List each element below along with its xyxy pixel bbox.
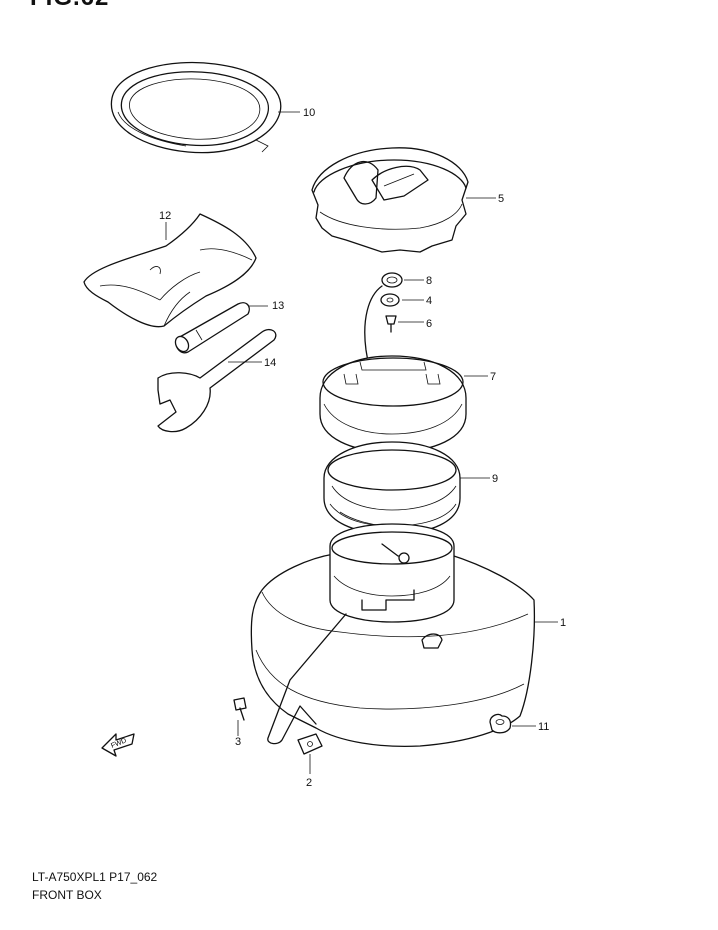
figure-name: FRONT BOX <box>32 888 102 902</box>
callouts: 10 5 12 8 4 6 13 7 14 9 1 3 2 11 <box>159 107 566 789</box>
part-4-grommet <box>380 293 400 307</box>
callout-5: 5 <box>498 193 504 205</box>
callout-6: 6 <box>426 318 432 330</box>
part-13-tool-cylinder <box>174 302 250 354</box>
part-14-spanner-wrench <box>157 328 277 433</box>
callout-4: 4 <box>426 295 432 307</box>
part-11-nut <box>489 713 512 734</box>
callout-13: 13 <box>272 300 284 312</box>
callout-11: 11 <box>538 721 549 733</box>
part-5-cap <box>311 147 469 253</box>
callout-2: 2 <box>306 777 312 789</box>
callout-14: 14 <box>264 357 276 369</box>
callout-9: 9 <box>492 473 498 485</box>
part-12-tool-pouch <box>83 213 257 328</box>
callout-12: 12 <box>159 210 171 222</box>
part-3-bolt <box>233 697 247 721</box>
part-8-washer <box>381 272 403 288</box>
part-7-retaining-ring <box>319 355 467 453</box>
callout-1: 1 <box>560 617 566 629</box>
callout-10: 10 <box>303 107 315 119</box>
part-1-front-box <box>250 523 536 747</box>
part-10-seal-ring <box>110 61 282 154</box>
callout-8: 8 <box>426 275 432 287</box>
leader-lines <box>165 111 558 774</box>
callout-3: 3 <box>235 736 241 748</box>
callout-7: 7 <box>490 371 496 383</box>
fwd-arrow-icon: FWD <box>101 733 135 757</box>
figure-code: LT-A750XPL1 P17_062 <box>32 870 158 884</box>
part-6-screw <box>385 315 397 333</box>
part-9-retaining-ring <box>323 441 461 535</box>
figure-title: FIG.62 <box>30 0 109 12</box>
part-2-clip-nut <box>297 733 323 755</box>
